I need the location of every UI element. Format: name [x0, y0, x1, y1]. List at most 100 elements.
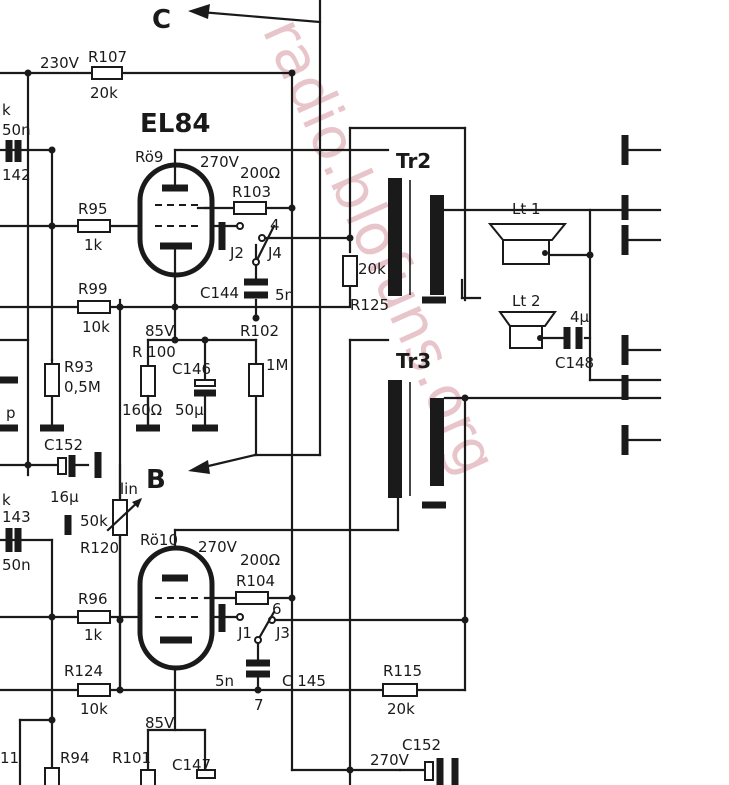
component-labels: C 230V R107 20k EL84 Rö9 270V 200Ω R103 … [0, 5, 594, 774]
resistor-r102 [248, 363, 264, 397]
label-200ohm-mid: 200Ω [240, 551, 280, 569]
label-r124: R124 [64, 662, 103, 680]
resistor-r107 [91, 66, 123, 80]
switch-j2-j4 [236, 222, 276, 266]
resistor-r115 [382, 683, 418, 697]
label-j2: J2 [229, 244, 244, 262]
resistor-r125 [342, 255, 358, 287]
label-r115: R115 [383, 662, 422, 680]
label-230v: 230V [40, 54, 80, 72]
switch-j1-j3 [236, 610, 276, 644]
label-el84: EL84 [140, 109, 211, 139]
capacitor-c142 [5, 140, 22, 162]
label-c144-value: 5n [275, 286, 294, 304]
label-r115-value: 20k [387, 700, 415, 718]
label-r120: R120 [80, 539, 119, 557]
label-16mu: 16μ [50, 488, 79, 506]
label-r107: R107 [88, 48, 127, 66]
label-270v-bottom: 270V [370, 751, 410, 769]
label-50n-left2: 50n [2, 556, 31, 574]
resistor-r101 [140, 769, 156, 785]
label-142: 142 [2, 166, 31, 184]
label-c145: C 145 [282, 672, 326, 690]
label-lt1: Lt 1 [512, 200, 541, 218]
label-85v-bottom: 85V [145, 714, 175, 732]
label-r125-value: 20k [358, 260, 386, 278]
capacitor-c143 [5, 528, 22, 552]
speaker-lt2 [498, 311, 557, 349]
label-r124-value: 10k [80, 700, 108, 718]
resistor-r95 [77, 219, 111, 233]
resistor-r124 [77, 683, 111, 697]
label-b: B [146, 465, 166, 495]
capacitor-c146 [192, 379, 218, 432]
label-c146: C146 [172, 360, 211, 378]
label-j4: J4 [267, 244, 282, 262]
label-5n: 5n [215, 672, 234, 690]
label-r103: R103 [232, 183, 271, 201]
label-4: 4 [270, 216, 280, 234]
label-r96: R96 [78, 590, 108, 608]
label-c147: C147 [172, 756, 211, 774]
label-4mu: 4μ [570, 308, 590, 326]
label-50k: 50k [80, 512, 108, 530]
watermark: radio.blofuns.org [249, 8, 511, 485]
label-top-c: C [152, 5, 171, 35]
resistor-r104 [235, 591, 269, 605]
label-k-left: k [2, 101, 11, 119]
ground-r93 [0, 376, 64, 432]
resistor-r99 [77, 300, 111, 314]
label-r96-value: 1k [84, 626, 103, 644]
label-r99-value: 10k [82, 318, 110, 336]
label-r95-value: 1k [84, 236, 103, 254]
arrow-b [188, 453, 257, 474]
ground-tr2-secondary [460, 278, 482, 300]
label-r102: R102 [240, 322, 279, 340]
label-r93: R93 [64, 358, 94, 376]
label-6: 6 [272, 600, 282, 618]
label-tr3: Tr3 [396, 349, 431, 373]
label-lin: lin [120, 480, 138, 498]
label-1m: 1M [266, 356, 289, 374]
label-c148: C148 [555, 354, 594, 372]
label-50mu: 50μ [175, 401, 204, 419]
label-c152-bottom: C152 [402, 736, 441, 754]
label-c152-top: C152 [44, 436, 83, 454]
label-r93-value: 0,5M [64, 378, 101, 396]
capacitor-c147 [196, 769, 216, 779]
potentiometer-r120 [64, 498, 142, 536]
transformer-tr2 [388, 178, 446, 304]
label-k-left2: k [2, 491, 11, 509]
capacitor-c145 [246, 659, 270, 678]
transformer-tr3 [388, 380, 446, 509]
label-r95: R95 [78, 200, 108, 218]
resistor-r94 [44, 767, 60, 785]
label-143: 143 [2, 508, 31, 526]
label-r104: R104 [236, 572, 275, 590]
label-lt2: Lt 2 [512, 292, 541, 310]
label-200ohm-top: 200Ω [240, 164, 280, 182]
label-c144: C144 [200, 284, 239, 302]
label-p-left: p [6, 404, 16, 422]
label-tr2: Tr2 [396, 149, 431, 173]
speaker-lt1 [487, 223, 568, 265]
label-7: 7 [254, 696, 264, 714]
capacitor-c152-top [57, 452, 102, 478]
label-r101: R101 [112, 749, 151, 767]
arrow-c [188, 4, 322, 24]
label-50n-left: 50n [2, 121, 31, 139]
label-85v-top: 85V [145, 322, 175, 340]
label-r94: R94 [60, 749, 90, 767]
label-r100: R 100 [132, 343, 176, 361]
ground-r100 [136, 394, 160, 432]
tube-ro9 [137, 148, 226, 278]
junction-dots [24, 69, 594, 774]
label-r99: R99 [78, 280, 108, 298]
tube-ro10 [137, 545, 226, 671]
label-r107-value: 20k [90, 84, 118, 102]
label-270v-top: 270V [200, 153, 240, 171]
output-jacks [621, 135, 662, 455]
resistor-r96 [77, 610, 111, 624]
resistor-r103 [233, 201, 267, 215]
